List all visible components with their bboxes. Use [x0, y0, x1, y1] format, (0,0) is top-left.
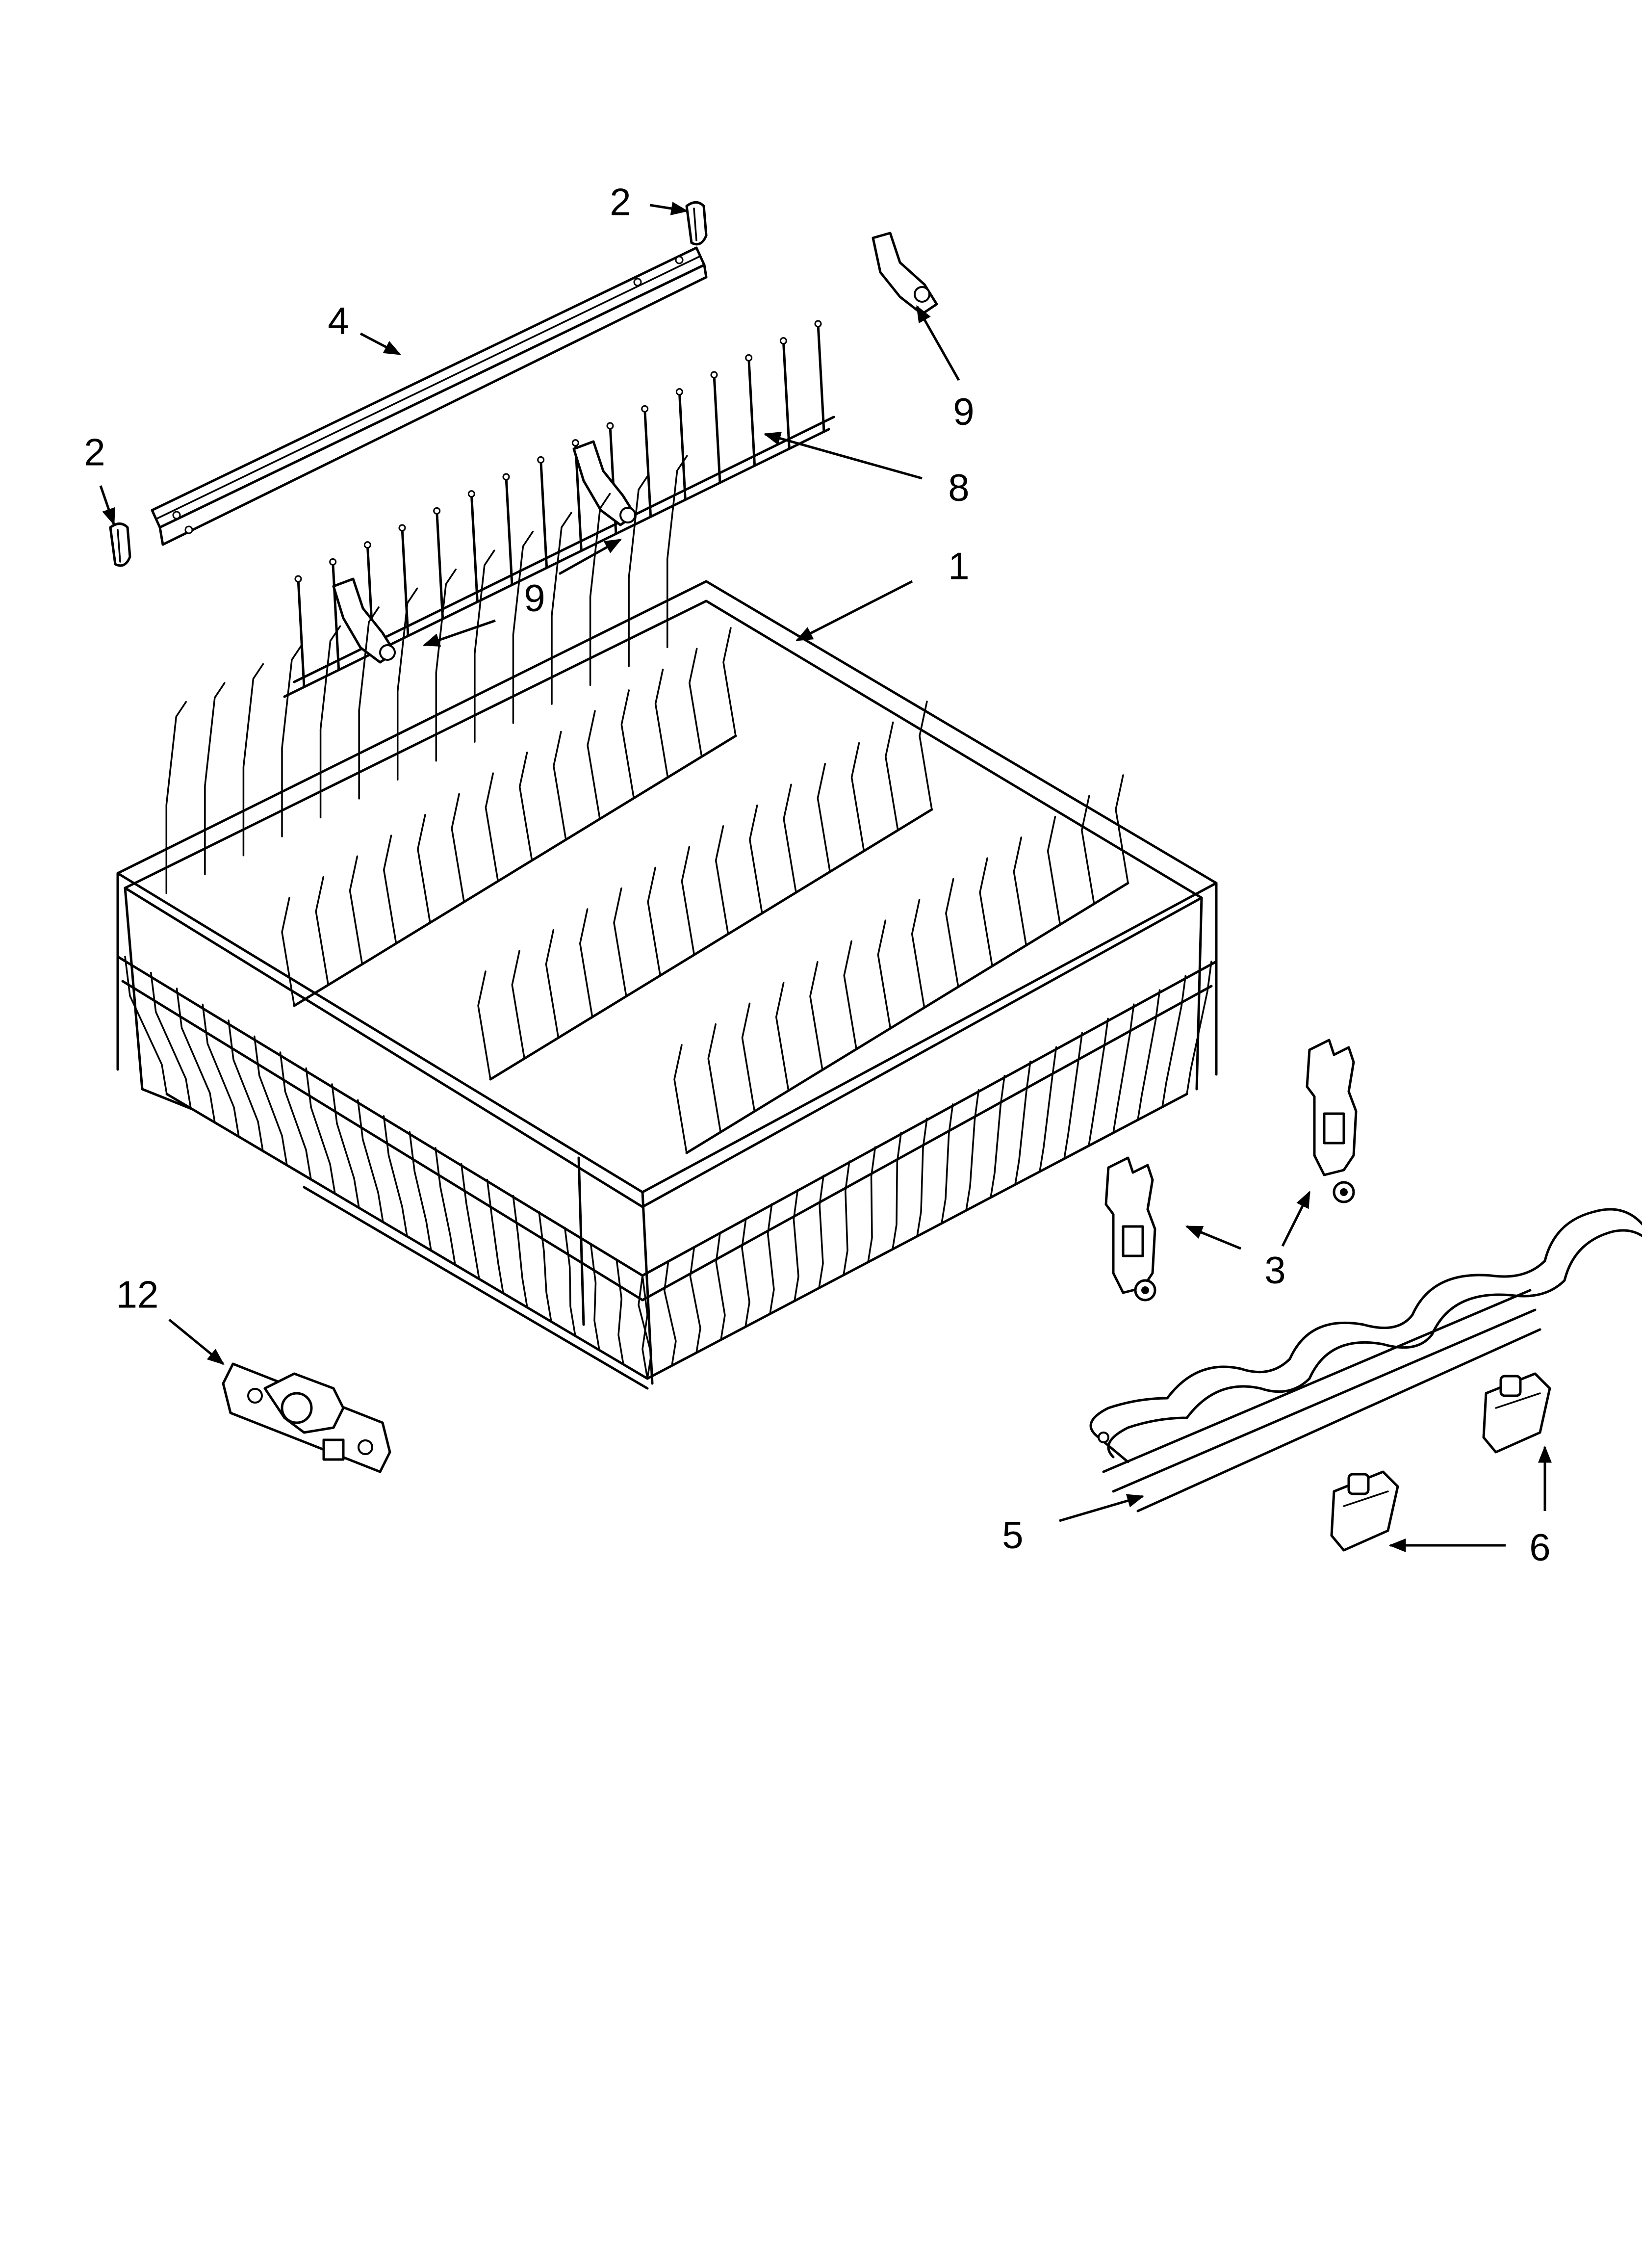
basket-interior-tines	[281, 627, 1129, 1154]
cup-shelf-part	[1089, 1208, 1642, 1512]
tine-clip-top-part	[872, 232, 938, 315]
leader-8	[763, 432, 923, 480]
rack-adjuster-upper-part	[1306, 1039, 1358, 1203]
shelf-clip-right-part	[1482, 1372, 1551, 1454]
callout-4: 4	[328, 299, 349, 342]
callout-labels: 2 2 4 9 8 9 1 3 12 5 6	[84, 181, 1550, 1569]
leader-9-lower-left	[422, 619, 496, 647]
callout-1: 1	[948, 545, 969, 588]
callout-5: 5	[1002, 1513, 1023, 1557]
rack-bracket-part	[222, 1362, 391, 1473]
shelf-clip-left-part	[1330, 1470, 1399, 1552]
leader-2-top	[649, 202, 689, 215]
leader-3-right	[1281, 1190, 1311, 1247]
leader-2-left	[99, 485, 115, 526]
leader-9-top	[916, 305, 960, 381]
leader-1	[795, 580, 913, 642]
callout-2-left: 2	[84, 431, 105, 474]
leader-12	[168, 1319, 225, 1365]
callout-6: 6	[1529, 1526, 1550, 1569]
callout-12: 12	[116, 1273, 159, 1316]
basket-front-left-wires	[124, 956, 648, 1380]
callout-2-top: 2	[610, 181, 631, 224]
callout-8: 8	[948, 466, 969, 509]
leader-3-left	[1185, 1225, 1241, 1250]
leader-5	[1059, 1494, 1145, 1522]
leader-9-lower-right	[558, 538, 622, 575]
tine-clip-left-part	[332, 577, 396, 664]
end-cap-left-part	[109, 522, 131, 567]
callout-9-lower: 9	[524, 576, 545, 620]
callout-3: 3	[1264, 1249, 1285, 1292]
rack-rail-part	[151, 246, 708, 546]
basket-back-tines	[165, 455, 688, 894]
tine-clip-middle-part	[572, 440, 637, 526]
leader-4	[359, 332, 402, 356]
leader-lines	[99, 202, 1552, 1552]
end-cap-top-part	[685, 201, 708, 246]
basket-front-right-wires	[638, 961, 1212, 1380]
callout-9-top: 9	[953, 390, 974, 433]
rack-adjuster-lower-part	[1104, 1156, 1156, 1302]
